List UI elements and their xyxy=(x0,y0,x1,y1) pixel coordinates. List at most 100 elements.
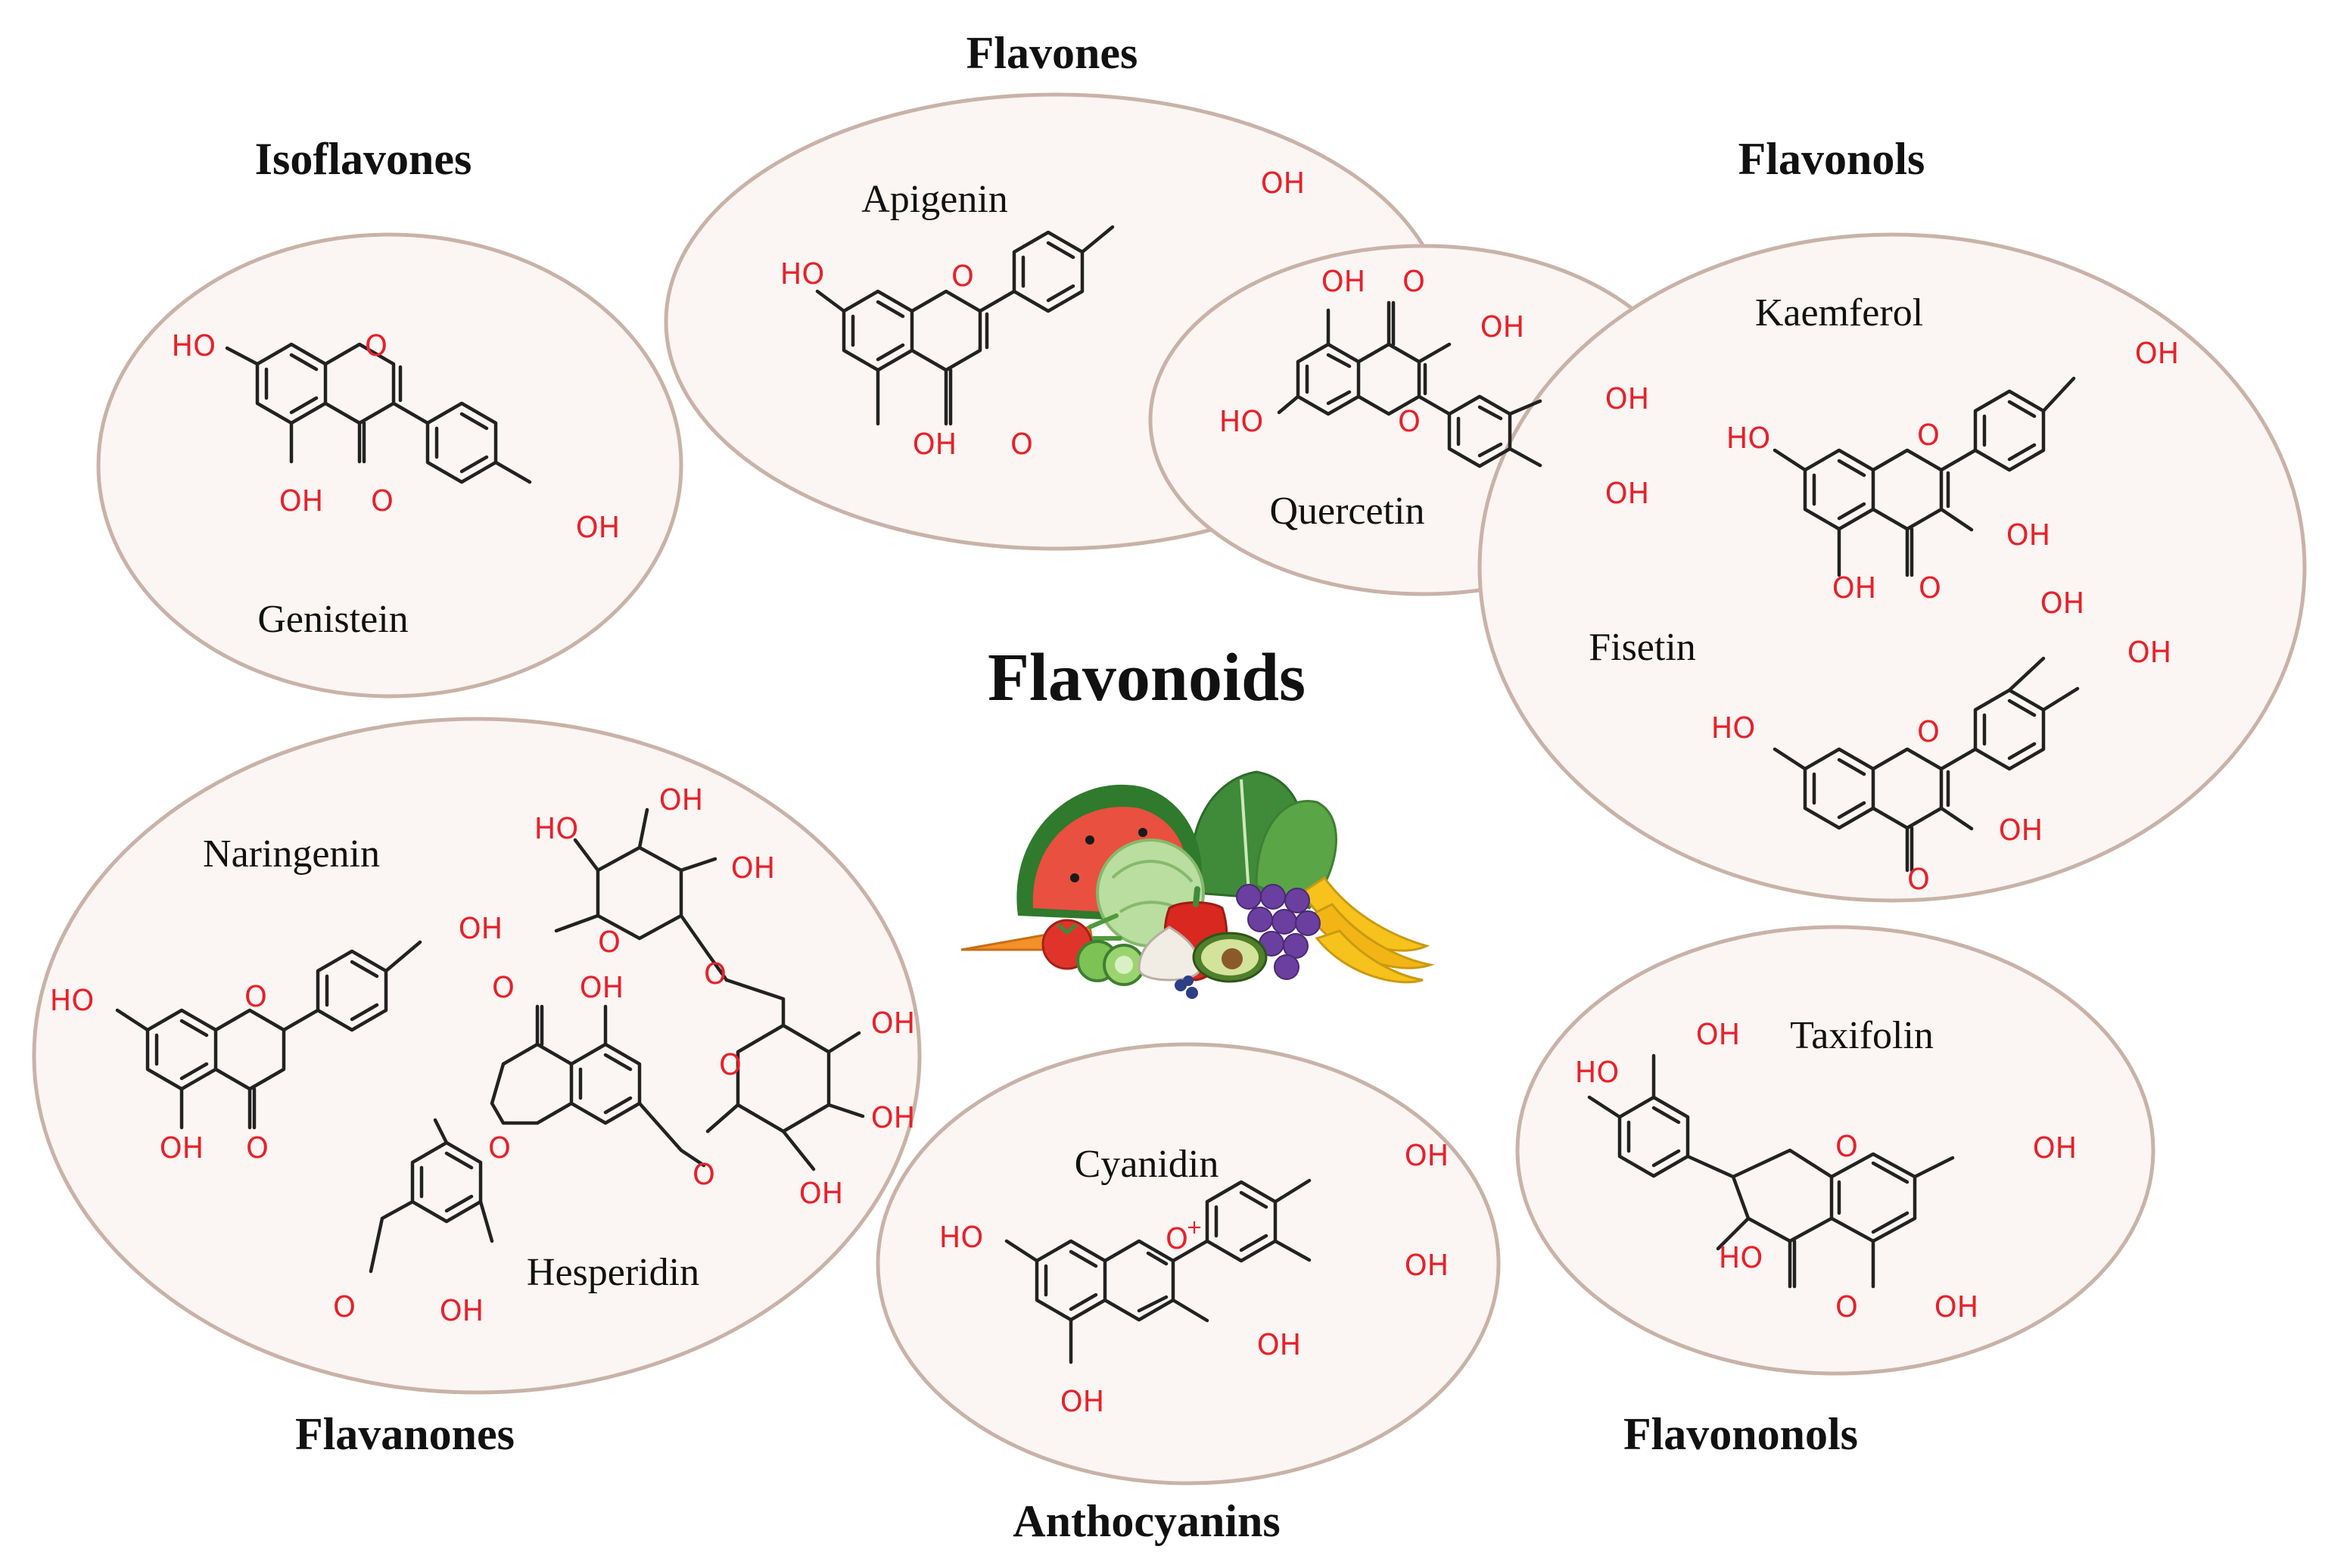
hesperidin-o-ether: O xyxy=(693,1158,715,1191)
naringenin-oh-4p: OH xyxy=(459,912,503,945)
cyanidin-oh-5: OH xyxy=(1060,1385,1104,1418)
naringenin-oh-5: OH xyxy=(160,1131,204,1165)
oval-flavononols xyxy=(1515,925,2155,1376)
genistein-oh-4p: OH xyxy=(576,511,620,544)
oval-isoflavones xyxy=(96,232,683,698)
apigenin-ho: HO xyxy=(780,257,824,291)
grapes-icon xyxy=(1236,884,1321,980)
apigenin-o-keto: O xyxy=(1010,428,1033,461)
hesperidin-o-glc: O xyxy=(719,1048,742,1081)
category-flavonols: Flavonols xyxy=(1738,134,1925,184)
compound-cyanidin: Cyanidin xyxy=(1075,1143,1219,1186)
fisetin-o-keto: O xyxy=(1907,863,1930,896)
structure-genistein: HO O OH O OH xyxy=(172,329,621,544)
apigenin-oh-5: OH xyxy=(913,428,957,461)
lettuce-leaf-icon xyxy=(1255,800,1337,910)
compound-naringenin: Naringenin xyxy=(203,832,380,876)
apigenin-o-ring: O xyxy=(951,260,974,293)
quercetin-oh-3: OH xyxy=(1480,310,1524,344)
taxifolin-o-keto: O xyxy=(1835,1290,1858,1324)
fisetin-oh-3: OH xyxy=(1999,814,2043,847)
kaemferol-o-keto: O xyxy=(1919,571,1941,605)
taxifolin-oh-3p: OH xyxy=(1696,1018,1740,1051)
cyanidin-oh-3p: OH xyxy=(1405,1139,1449,1172)
genistein-o-keto: O xyxy=(371,484,394,518)
cucumber-icon xyxy=(1076,940,1145,986)
kaemferol-ho: HO xyxy=(1726,422,1770,455)
taxifolin-o-ring: O xyxy=(1835,1130,1858,1163)
hesperidin-oh-3p: OH xyxy=(440,1294,484,1327)
oval-flavanones xyxy=(32,717,922,1395)
fruits-vegetables-illustration xyxy=(960,770,1435,999)
hesperidin-o-link: O xyxy=(704,957,727,991)
compound-hesperidin: Hesperidin xyxy=(527,1251,699,1294)
quercetin-oh-3p: OH xyxy=(1605,382,1649,415)
naringenin-ho: HO xyxy=(50,984,94,1017)
compound-quercetin: Quercetin xyxy=(1269,490,1424,533)
quercetin-o-keto: O xyxy=(1402,265,1425,298)
category-flavones: Flavones xyxy=(966,28,1138,78)
kaemferol-oh-4p: OH xyxy=(2135,337,2179,370)
oval-flavonols xyxy=(1477,232,2307,903)
hesperidin-o-keto: O xyxy=(492,971,515,1004)
taxifolin-ho-4p: HO xyxy=(1575,1056,1619,1089)
cyanidin-oh-3: OH xyxy=(1257,1328,1301,1361)
quercetin-oh-5: OH xyxy=(1321,265,1365,298)
genistein-oh-5: OH xyxy=(279,484,323,518)
structure-apigenin: HO O OH O OH xyxy=(780,166,1305,461)
quercetin-o-ring: O xyxy=(1398,405,1421,438)
kaemferol-oh-3: OH xyxy=(2006,518,2050,552)
genistein-ho: HO xyxy=(172,329,216,362)
hesperidin-oh-5: OH xyxy=(580,971,624,1004)
hesperidin-oh-glc-4: OH xyxy=(799,1177,843,1210)
hesperidin-oh-glc-3: OH xyxy=(871,1101,915,1134)
structure-quercetin: OH O OH HO O OH OH xyxy=(1219,265,1649,510)
structure-kaemferol: HO O OH OH O OH xyxy=(1726,337,2179,605)
fisetin-oh-3p: OH xyxy=(2040,586,2084,620)
hesperidin-oh-glc-2: OH xyxy=(871,1006,915,1040)
taxifolin-ho-3: HO xyxy=(1719,1241,1763,1274)
compound-fisetin: Fisetin xyxy=(1589,626,1696,669)
apigenin-oh-4p: OH xyxy=(1261,166,1305,200)
hesperidin-o-rha: O xyxy=(598,926,621,959)
category-flavanones: Flavanones xyxy=(295,1409,515,1459)
cyanidin-plus: + xyxy=(1186,1216,1203,1239)
taxifolin-oh-5: OH xyxy=(1934,1290,1978,1324)
structure-naringenin: HO O OH O OH xyxy=(50,912,503,1165)
taxifolin-oh-7: OH xyxy=(2033,1131,2077,1165)
diagram-title: Flavonoids xyxy=(988,640,1306,715)
structure-hesperidin: HO OH OH O O O OH OH OH O O OH O O OH xyxy=(333,783,915,1327)
compound-apigenin: Apigenin xyxy=(861,178,1008,221)
cyanidin-ho: HO xyxy=(939,1221,983,1254)
quercetin-ho: HO xyxy=(1219,405,1263,438)
kaemferol-oh-5: OH xyxy=(1832,571,1876,605)
kaemferol-o-ring: O xyxy=(1917,418,1940,452)
fisetin-oh-4p: OH xyxy=(2127,636,2171,669)
category-isoflavones: Isoflavones xyxy=(255,134,472,184)
compound-kaemferol: Kaemferol xyxy=(1755,291,1923,334)
blueberries-icon xyxy=(1175,975,1198,999)
quercetin-oh-4p: OH xyxy=(1605,477,1649,510)
structure-taxifolin: OH HO O OH HO O OH xyxy=(1575,1018,2077,1324)
genistein-o-ring: O xyxy=(365,329,388,362)
fisetin-ho: HO xyxy=(1711,711,1755,745)
naringenin-o-ring: O xyxy=(244,980,267,1013)
structure-fisetin: HO O OH O OH OH xyxy=(1711,586,2171,896)
compound-taxifolin: Taxifolin xyxy=(1790,1014,1934,1057)
hesperidin-o-ring: O xyxy=(488,1131,511,1165)
naringenin-o-keto: O xyxy=(246,1131,269,1165)
hesperidin-ho-rha: HO xyxy=(534,812,578,845)
fisetin-o-ring: O xyxy=(1917,715,1940,748)
category-flavononols: Flavononols xyxy=(1623,1409,1858,1459)
hesperidin-o-methoxy: O xyxy=(333,1290,356,1324)
compound-genistein: Genistein xyxy=(257,598,408,641)
hesperidin-oh-rha-2: OH xyxy=(659,783,703,817)
garlic-icon xyxy=(1138,926,1201,982)
cyanidin-oh-4p: OH xyxy=(1405,1249,1449,1282)
oval-anthocyanins xyxy=(876,1042,1501,1486)
category-anthocyanins: Anthocyanins xyxy=(1013,1496,1280,1546)
structure-cyanidin: HO O + OH OH OH OH xyxy=(939,1139,1449,1418)
hesperidin-oh-rha-3: OH xyxy=(731,851,775,885)
